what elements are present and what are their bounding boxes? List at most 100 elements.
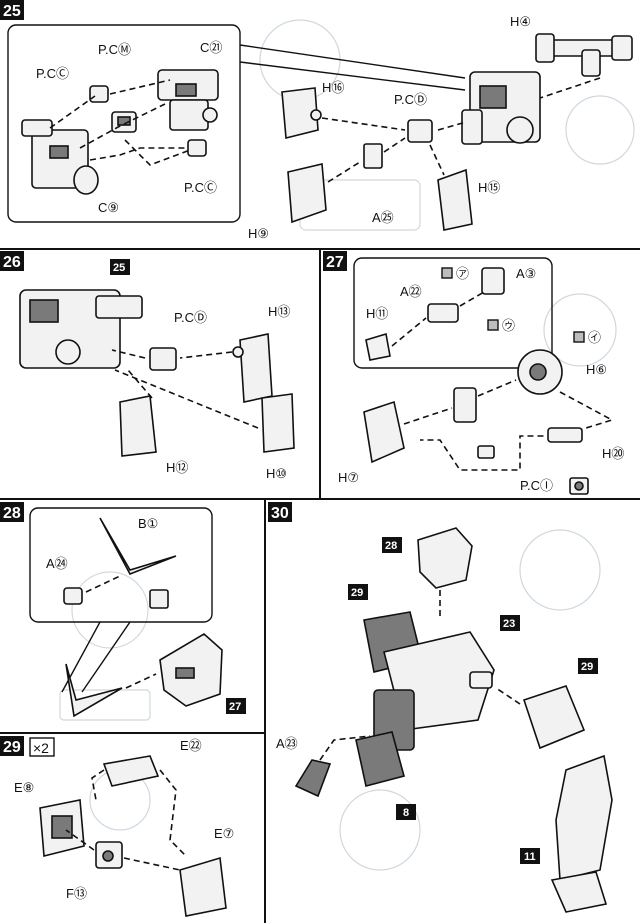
label-h7: H⑦ — [338, 470, 359, 485]
label-pcd: P.CⒹ — [394, 92, 427, 107]
badge-27-text: 27 — [229, 701, 241, 713]
part-h16 — [281, 87, 319, 140]
label-f13: F⑬ — [66, 886, 87, 901]
part-c9 — [21, 119, 99, 195]
step-number: 27 — [326, 254, 344, 271]
part-e7 — [179, 856, 227, 917]
part-h10 — [261, 393, 295, 453]
badge-29-left — [348, 584, 368, 600]
label-a23: A㉓ — [276, 736, 298, 751]
label-h11: H⑪ — [366, 306, 388, 321]
label-h9: H⑨ — [248, 226, 269, 241]
step-number-box — [0, 0, 24, 20]
step-26: 26 25 P.CⒹ H⑬ H⑫ H⑩ — [0, 251, 295, 481]
label-e7: E⑦ — [214, 826, 234, 841]
step-number-box — [0, 251, 24, 271]
part-h15 — [437, 168, 473, 231]
part-a25 — [363, 143, 383, 169]
quantity-multiplier: ×2 — [33, 740, 49, 756]
step-25: 25 P.CⓂ C㉑ P.CⒸ — [0, 0, 633, 241]
part-a24 — [63, 587, 83, 605]
part-pcc-top — [89, 85, 109, 103]
badge-28 — [382, 537, 402, 553]
step-number: 25 — [3, 3, 21, 20]
label-pcc-top: P.CⒸ — [36, 66, 69, 81]
label-h16: H⑯ — [322, 80, 344, 95]
part-pci — [477, 445, 495, 459]
part-arm-joint — [453, 387, 477, 423]
label-h6: H⑥ — [586, 362, 607, 377]
part-a22 — [427, 303, 459, 323]
label-mark-i: ㋑ — [588, 330, 601, 345]
part-e22 — [102, 755, 160, 787]
part-pcd — [149, 347, 177, 371]
torso-assembly — [19, 289, 143, 369]
label-h12: H⑫ — [166, 460, 188, 475]
detail-inset — [29, 507, 213, 623]
label-h15: H⑮ — [478, 180, 500, 195]
label-c9: C⑨ — [98, 200, 119, 215]
part-h11 — [365, 332, 391, 361]
head-part — [417, 527, 473, 589]
step-number-box — [268, 502, 292, 522]
left-forearm — [355, 731, 405, 787]
part-h20 — [547, 427, 583, 443]
step-number-box — [0, 736, 24, 756]
part-h4 — [535, 33, 633, 77]
label-pcm: P.CⓂ — [98, 42, 131, 57]
marker-i-swatch — [573, 331, 585, 343]
badge-25 — [110, 259, 130, 275]
badge-29-left-text: 29 — [351, 587, 363, 599]
step-number: 28 — [3, 505, 21, 522]
step-28: 28 B① A㉔ 27 — [0, 502, 246, 718]
label-a22: A㉒ — [400, 284, 422, 299]
badge-23 — [500, 615, 520, 631]
part-h9 — [287, 163, 327, 224]
label-pci: P.CⒾ — [520, 478, 553, 493]
part-h7 — [363, 400, 405, 464]
right-arm — [550, 754, 613, 913]
step-number-box — [0, 502, 24, 522]
label-mark-u: ㋒ — [502, 318, 515, 333]
part-pcd — [407, 119, 433, 143]
detail-inset — [7, 24, 241, 223]
part-h12 — [119, 395, 157, 457]
badge-25-text: 25 — [113, 262, 125, 274]
badge-11 — [520, 848, 540, 864]
badge-29-right-text: 29 — [581, 661, 593, 673]
head-assembly — [159, 633, 223, 707]
label-c21: C㉑ — [200, 40, 222, 55]
part-b1-antenna — [99, 517, 177, 576]
part-a23 — [294, 759, 332, 798]
label-a25: A㉕ — [372, 210, 394, 225]
part-h13 — [239, 333, 273, 403]
badge-11-text: 11 — [524, 851, 536, 863]
badge-29-right — [578, 658, 598, 674]
detail-inset — [353, 257, 553, 369]
step-number: 26 — [3, 254, 21, 271]
antenna-assembly — [65, 663, 123, 718]
right-shoulder-armor — [522, 685, 586, 750]
label-pcd: P.CⒹ — [174, 310, 207, 325]
part-h6 — [517, 349, 563, 395]
label-mark-a: ㋐ — [456, 266, 469, 281]
step-27: 27 ㋐ A③ A㉒ ㋒ H⑪ ㋑ H⑥ H⑦ H⑳ P.CⒾ — [323, 251, 624, 495]
step-number-box — [323, 251, 347, 271]
badge-28-text: 28 — [385, 540, 397, 552]
part-a3 — [481, 267, 505, 295]
badge-27 — [226, 698, 246, 714]
step-number: 29 — [3, 739, 21, 756]
upper-body — [373, 631, 495, 751]
label-h20: H⑳ — [602, 446, 624, 461]
label-a24: A㉔ — [46, 556, 68, 571]
part-pcc-bottom — [187, 139, 207, 157]
label-e22: E㉒ — [180, 738, 202, 753]
badge-8-text: 8 — [403, 807, 409, 819]
step-number: 30 — [271, 505, 289, 522]
marker-a-swatch — [441, 267, 453, 279]
label-e8: E⑧ — [14, 780, 34, 795]
quantity-box — [29, 737, 55, 757]
marker-u-swatch — [487, 319, 499, 331]
step-30: 30 28 29 23 8 A㉓ 29 — [268, 502, 613, 913]
